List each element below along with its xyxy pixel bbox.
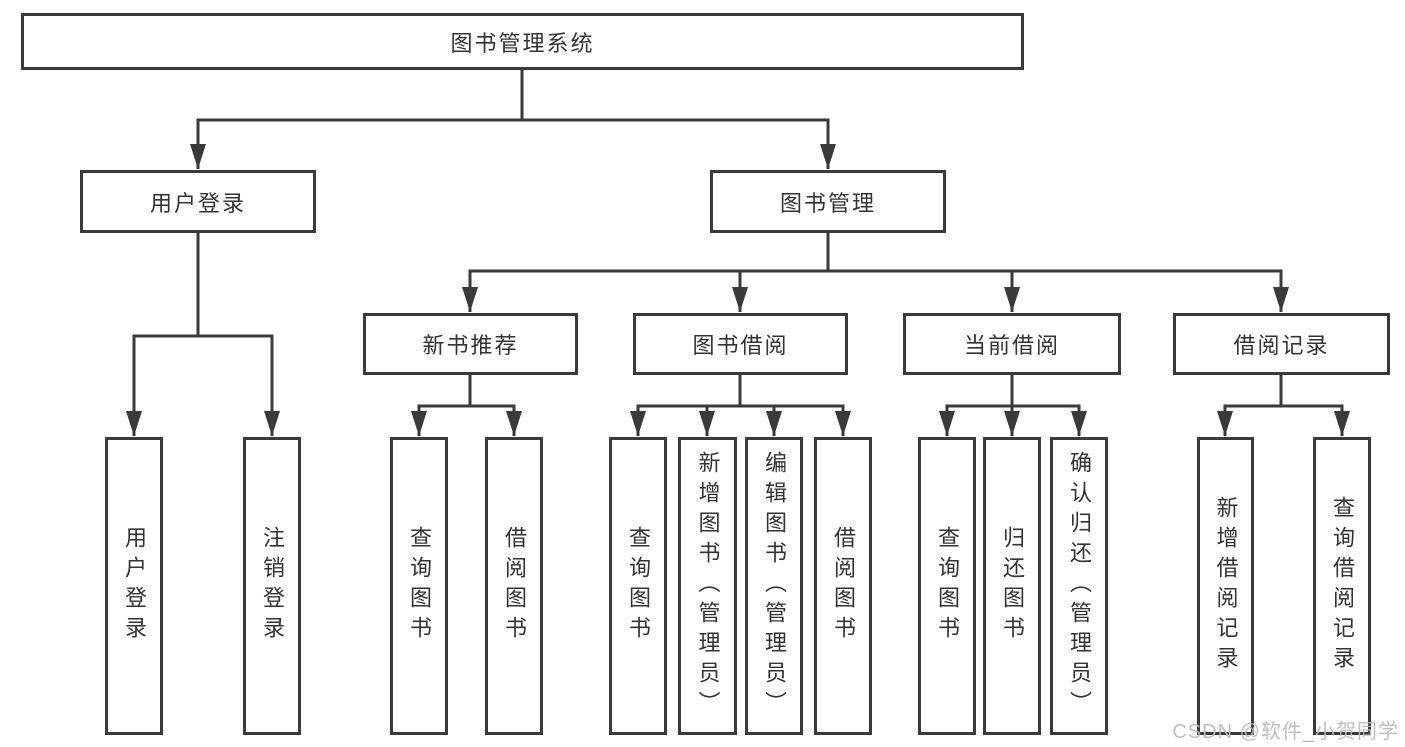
leaf-add-books-admin: 新增图书（管理员） bbox=[678, 437, 737, 735]
leaf-return-books: 归还图书 bbox=[983, 437, 1041, 735]
leaf-confirm-return-admin: 确认归还（管理员） bbox=[1050, 437, 1108, 735]
leaf-borrow-books-recommend: 借阅图书 bbox=[485, 437, 543, 735]
node-user-login: 用户登录 bbox=[80, 170, 316, 233]
node-new-book-recommend: 新书推荐 bbox=[363, 313, 578, 375]
csdn-watermark: CSDN @软件_小贺同学 bbox=[1172, 721, 1399, 743]
leaf-user-login: 用户登录 bbox=[105, 437, 163, 735]
node-book-management: 图书管理 bbox=[710, 170, 946, 233]
leaf-query-borrow-record: 查询借阅记录 bbox=[1313, 437, 1371, 735]
node-borrow-records: 借阅记录 bbox=[1173, 313, 1390, 375]
leaf-edit-books-admin: 编辑图书（管理员） bbox=[745, 437, 803, 735]
node-root-library-management-system: 图书管理系统 bbox=[21, 13, 1024, 70]
leaf-logout-login: 注销登录 bbox=[243, 437, 301, 735]
leaf-add-borrow-record: 新增借阅记录 bbox=[1197, 437, 1254, 735]
leaf-query-books-recommend: 查询图书 bbox=[390, 437, 448, 735]
leaf-query-books-borrow: 查询图书 bbox=[609, 437, 667, 735]
node-current-borrow: 当前借阅 bbox=[903, 313, 1121, 375]
node-book-borrow: 图书借阅 bbox=[633, 313, 848, 375]
leaf-borrow-books: 借阅图书 bbox=[814, 437, 872, 735]
leaf-query-books-current: 查询图书 bbox=[918, 437, 976, 735]
